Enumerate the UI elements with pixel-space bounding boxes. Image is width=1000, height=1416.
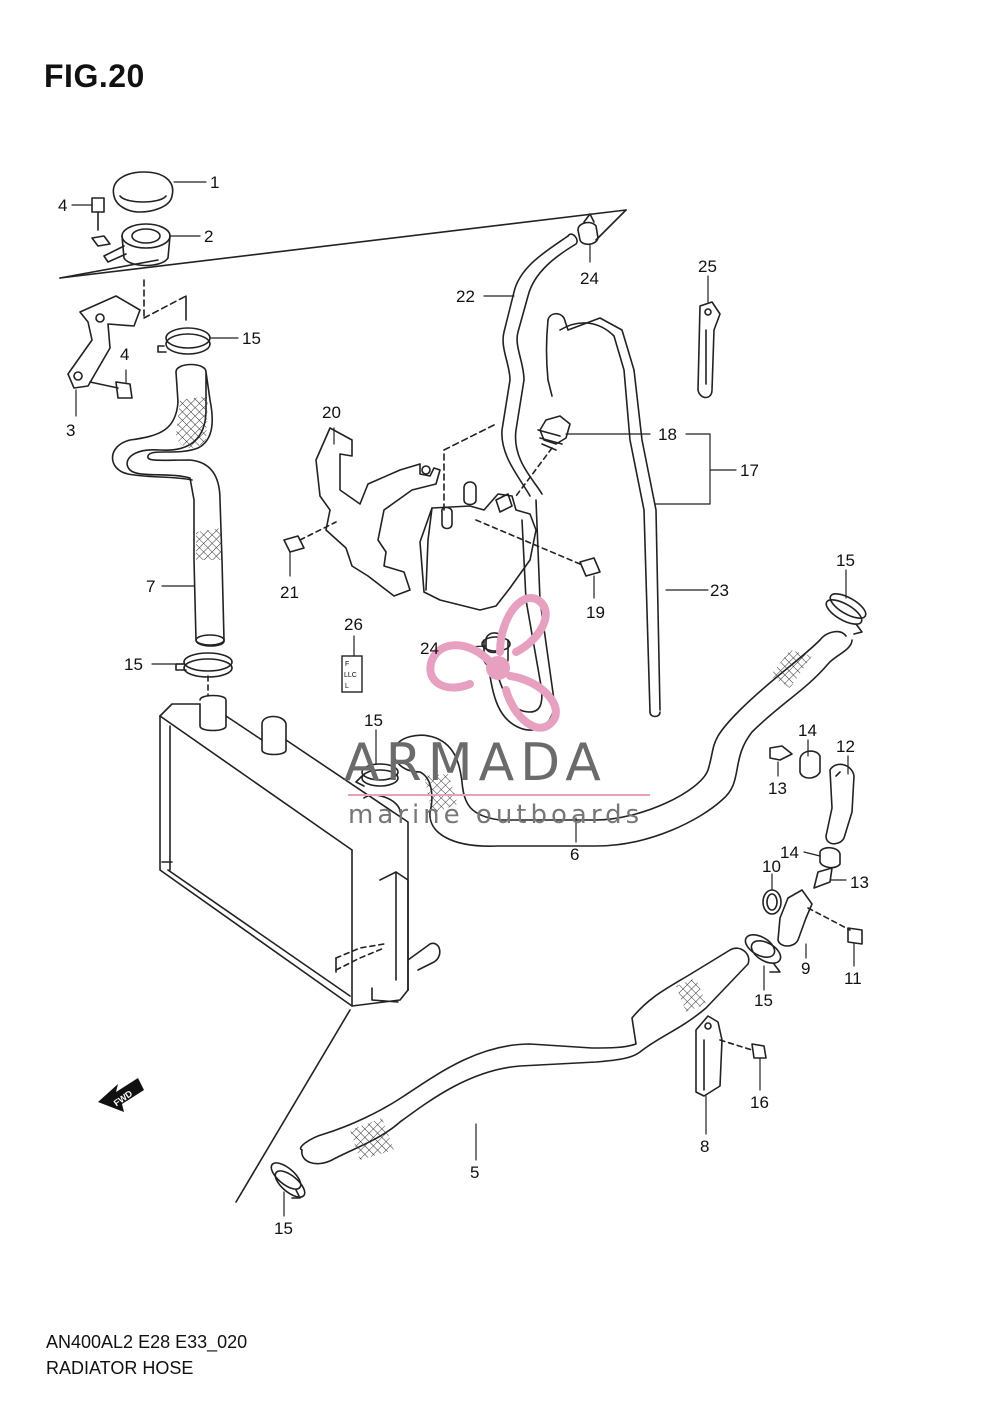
hose-5: [299, 947, 750, 1165]
armada-watermark: ARMADA marine outboards: [344, 733, 650, 830]
radiator-leader-lines: [235, 943, 385, 1203]
bolt-19: [579, 557, 601, 577]
callout-19: 19: [586, 603, 605, 622]
callout-15c: 15: [364, 711, 383, 730]
callout-6: 6: [570, 845, 579, 864]
callout-15a: 15: [242, 329, 261, 348]
bolt-upper: [91, 197, 105, 231]
reservoir-level-marking: F LLC L: [341, 655, 363, 693]
marking-full: F: [345, 661, 349, 668]
hose-clamp-right-top: [825, 593, 867, 635]
marking-llc: LLC: [344, 672, 357, 679]
callout-7: 7: [146, 577, 155, 596]
filler-neck: [91, 223, 171, 267]
hose-23: [545, 312, 661, 718]
small-hose-12: [825, 763, 855, 845]
callout-16: 16: [750, 1093, 769, 1112]
hose-22: [501, 233, 578, 497]
callout-5: 5: [470, 1163, 479, 1182]
fitting-13-lower: [813, 867, 833, 889]
bracket-20: [315, 427, 441, 597]
hose-clamp-fitting9: [744, 934, 782, 973]
callout-25: 25: [698, 257, 717, 276]
strap-25: [697, 301, 721, 399]
hose-clamp-hose6: [355, 763, 399, 787]
radiator-cap: [112, 171, 174, 213]
bracket-8: [695, 1015, 723, 1097]
clamp-24-upper: [577, 213, 599, 246]
fwd-arrow-icon: FWD: [98, 1078, 144, 1112]
callout-18: 18: [658, 425, 677, 444]
callout-14b: 14: [780, 843, 799, 862]
armada-propeller-logo: [426, 594, 560, 732]
callout-13b: 13: [850, 873, 869, 892]
callout-15e: 15: [754, 991, 773, 1010]
callout-4a: 4: [58, 196, 67, 215]
callout-11: 11: [844, 969, 862, 988]
callout-20: 20: [322, 403, 341, 422]
callout-26: 26: [344, 615, 363, 634]
hose-clamp-top: [157, 327, 211, 355]
watermark-tagline: marine outboards: [348, 800, 643, 830]
callout-4b: 4: [120, 345, 129, 364]
figure-title: FIG.20: [44, 58, 145, 94]
o-ring-10: [762, 889, 782, 915]
callout-12: 12: [836, 737, 855, 756]
bracket-3: [67, 295, 141, 389]
clamp-14-upper: [799, 750, 821, 779]
marking-low: L: [345, 683, 349, 690]
fitting-13-upper: [769, 745, 793, 761]
bolt-11: [847, 927, 863, 945]
model-code: AN400AL2 E28 E33_020: [46, 1332, 248, 1352]
callout-15f: 15: [274, 1219, 293, 1238]
fitting-9: [777, 889, 851, 947]
clamp-14-lower: [819, 846, 841, 869]
callout-24b: 24: [420, 639, 439, 658]
callout-1: 1: [210, 173, 219, 192]
callout-17: 17: [740, 461, 759, 480]
hose-clamp-bottom: [270, 1162, 306, 1199]
callout-leaders: [71, 181, 855, 1217]
bolt-lower: [89, 381, 133, 399]
callout-2: 2: [204, 227, 213, 246]
bolt-21: [283, 521, 337, 553]
callout-21: 21: [280, 583, 299, 602]
callout-22: 22: [456, 287, 475, 306]
diagram-caption: RADIATOR HOSE: [46, 1358, 194, 1378]
radiator-body: [159, 694, 441, 1007]
callout-8: 8: [700, 1137, 709, 1156]
callout-13a: 13: [768, 779, 787, 798]
callout-23: 23: [710, 581, 729, 600]
callout-3: 3: [66, 421, 75, 440]
callout-15b: 15: [124, 655, 143, 674]
bolt-16: [719, 1039, 767, 1059]
hose-7: [111, 363, 225, 647]
mount-plane-outline: [59, 209, 627, 321]
callout-15d: 15: [836, 551, 855, 570]
reservoir-cap: [515, 415, 571, 497]
hose-clamp-hose7: [175, 652, 233, 697]
callout-14a: 14: [798, 721, 817, 740]
callout-9: 9: [801, 959, 810, 978]
reservoir-tank: [419, 423, 581, 611]
callout-24a: 24: [580, 269, 599, 288]
callout-labels: 1 2 3 4 4 5 6 7 8 9 10 11 12 13 13 14 14…: [58, 173, 869, 1238]
watermark-brand: ARMADA: [344, 733, 607, 793]
callout-10: 10: [762, 857, 781, 876]
